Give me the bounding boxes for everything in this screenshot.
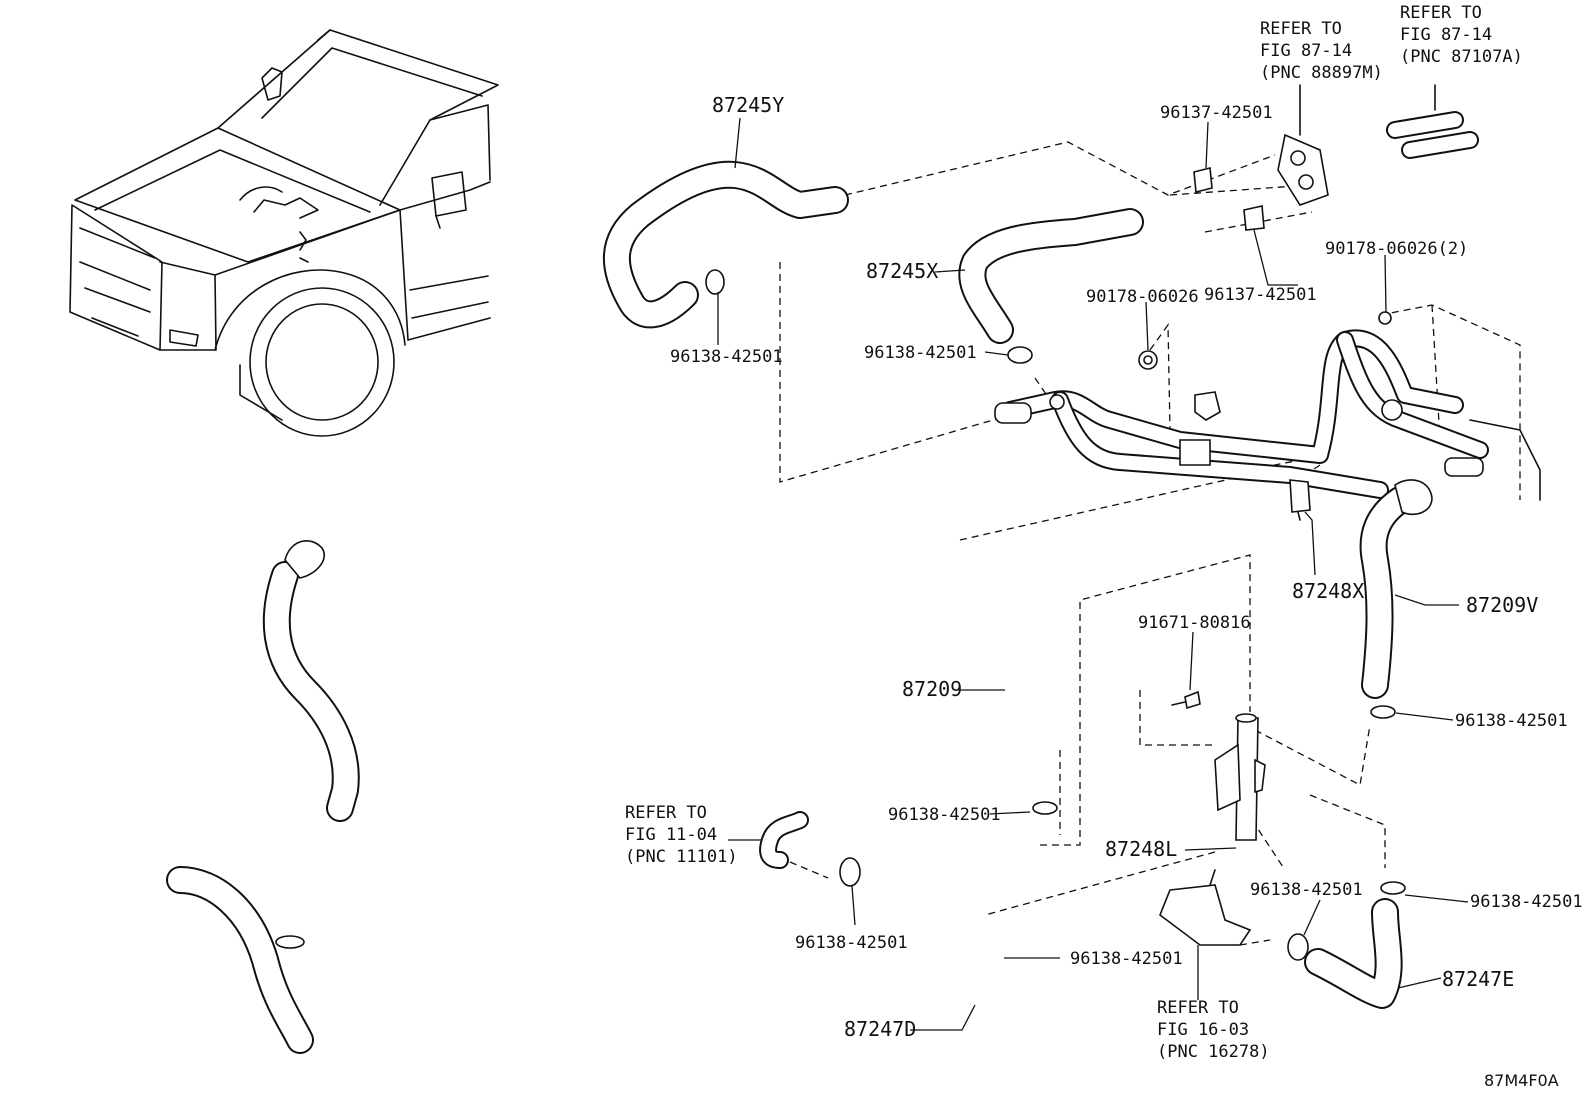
- label-90178-a: 90178-06026: [1086, 287, 1199, 307]
- label-96138-b: 96138-42501: [864, 343, 977, 363]
- label-96138-f: 96138-42501: [1070, 949, 1183, 969]
- ref-part-88897M[interactable]: [1277, 84, 1329, 206]
- label-87245X: 87245X: [866, 259, 938, 283]
- hose-87209V[interactable]: [1359, 479, 1433, 699]
- ref-callout-88897M: REFER TO FIG 87-14 (PNC 88897M): [1260, 19, 1383, 83]
- pipe-87248X[interactable]: [994, 329, 1541, 521]
- clamp-96138-b[interactable]: [1007, 346, 1033, 364]
- label-87247D: 87247D: [844, 1017, 916, 1041]
- label-87248L: 87248L: [1105, 837, 1177, 861]
- clamp-96138-f[interactable]: [275, 935, 305, 949]
- clamp-96138-c[interactable]: [1370, 705, 1396, 719]
- ref-part-87107A[interactable]: [1386, 84, 1479, 159]
- ref-part-11101[interactable]: [759, 811, 809, 869]
- clamp-96138-d[interactable]: [1032, 801, 1058, 815]
- hose-87245Y[interactable]: [602, 160, 849, 329]
- clamp-96138-g[interactable]: [1287, 933, 1309, 961]
- label-96138-a: 96138-42501: [670, 347, 783, 367]
- clamp-96138-e[interactable]: [839, 857, 861, 887]
- diagram-code: 87M4F0A: [1484, 1071, 1559, 1090]
- nut-90178-a[interactable]: [1138, 350, 1158, 370]
- ref-callout-16278: REFER TO FIG 16-03 (PNC 16278): [1157, 998, 1270, 1062]
- part-labels: 87245Y 87245X 96137-42501 96137-42501 96…: [670, 93, 1583, 1041]
- svg-text:REFER TO: REFER TO: [625, 803, 707, 823]
- leader-lines: [717, 117, 1469, 1031]
- bolt-91671[interactable]: [1171, 690, 1201, 710]
- label-96138-e: 96138-42501: [795, 933, 908, 953]
- reference-callouts: REFER TO FIG 87-14 (PNC 88897M) REFER TO…: [625, 3, 1523, 1062]
- nut-90178-b[interactable]: [1378, 311, 1392, 325]
- label-90178-b: 90178-06026(2): [1325, 239, 1468, 259]
- hose-87247E[interactable]: [1304, 898, 1403, 1009]
- label-87248X: 87248X: [1292, 579, 1364, 603]
- clamp-96138-h[interactable]: [1380, 881, 1406, 895]
- label-96138-d: 96138-42501: [888, 805, 1001, 825]
- hose-87209[interactable]: [262, 540, 360, 822]
- svg-text:(PNC 11101): (PNC 11101): [625, 847, 738, 867]
- ref-callout-87107A: REFER TO FIG 87-14 (PNC 87107A): [1400, 3, 1523, 67]
- hose-87245X[interactable]: [958, 208, 1144, 344]
- svg-text:(PNC 88897M): (PNC 88897M): [1260, 63, 1383, 83]
- label-96138-c: 96138-42501: [1455, 711, 1568, 731]
- label-87209V: 87209V: [1466, 593, 1538, 617]
- svg-text:REFER TO: REFER TO: [1400, 3, 1482, 23]
- label-96137-b: 96137-42501: [1204, 285, 1317, 305]
- label-96138-g: 96138-42501: [1250, 880, 1363, 900]
- label-87247E: 87247E: [1442, 967, 1514, 991]
- svg-text:FIG 11-04: FIG 11-04: [625, 825, 717, 845]
- label-87245Y: 87245Y: [712, 93, 784, 117]
- ref-part-16278[interactable]: [1159, 869, 1252, 946]
- clip-96137-a[interactable]: [1193, 166, 1213, 194]
- pipe-87248L[interactable]: [1214, 713, 1266, 841]
- clamp-96138-a[interactable]: [705, 269, 725, 295]
- hose-87247D[interactable]: [166, 866, 314, 1054]
- label-91671: 91671-80816: [1138, 613, 1251, 633]
- svg-text:FIG 16-03: FIG 16-03: [1157, 1020, 1249, 1040]
- vehicle-locator-illustration: [69, 29, 499, 437]
- svg-text:REFER TO: REFER TO: [1157, 998, 1239, 1018]
- svg-text:FIG 87-14: FIG 87-14: [1260, 41, 1352, 61]
- svg-text:FIG 87-14: FIG 87-14: [1400, 25, 1492, 45]
- svg-text:(PNC 16278): (PNC 16278): [1157, 1042, 1270, 1062]
- svg-text:(PNC 87107A): (PNC 87107A): [1400, 47, 1523, 67]
- assembly-guide-lines: [779, 141, 1521, 946]
- svg-text:REFER TO: REFER TO: [1260, 19, 1342, 39]
- label-96138-h: 96138-42501: [1470, 892, 1583, 912]
- ref-callout-11101: REFER TO FIG 11-04 (PNC 11101): [625, 803, 738, 867]
- label-87209: 87209: [902, 677, 962, 701]
- label-96137-a: 96137-42501: [1160, 103, 1273, 123]
- clip-96137-b[interactable]: [1243, 205, 1265, 231]
